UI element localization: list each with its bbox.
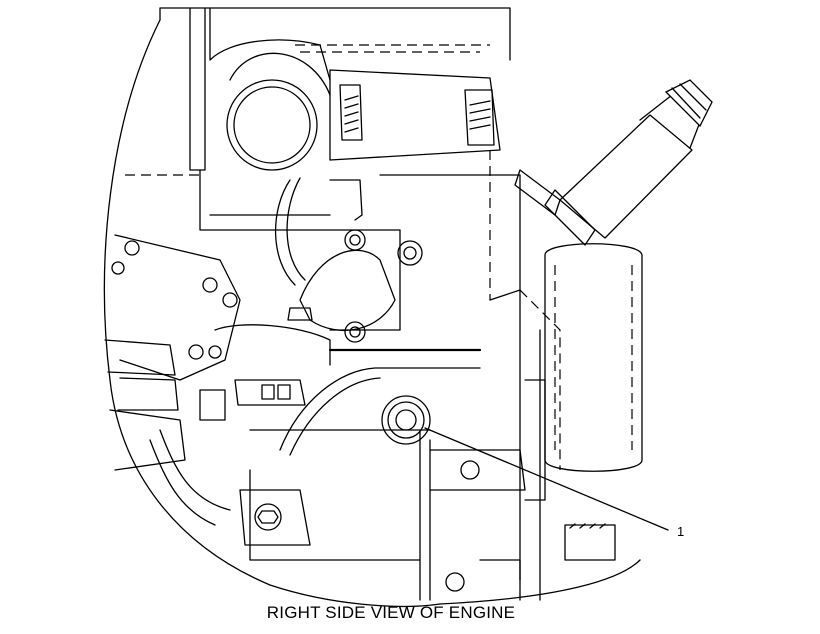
left-fittings xyxy=(104,174,241,526)
figure-caption: RIGHT SIDE VIEW OF ENGINE xyxy=(266,603,516,622)
oil-filler-tube xyxy=(514,79,713,246)
lower-block xyxy=(239,289,616,601)
view-outline xyxy=(103,7,641,608)
engine-block xyxy=(199,169,521,456)
drain-plug xyxy=(381,395,669,531)
callout-label-1: 1 xyxy=(677,524,685,539)
hidden-lines xyxy=(489,150,561,470)
upper-housing xyxy=(189,7,501,171)
